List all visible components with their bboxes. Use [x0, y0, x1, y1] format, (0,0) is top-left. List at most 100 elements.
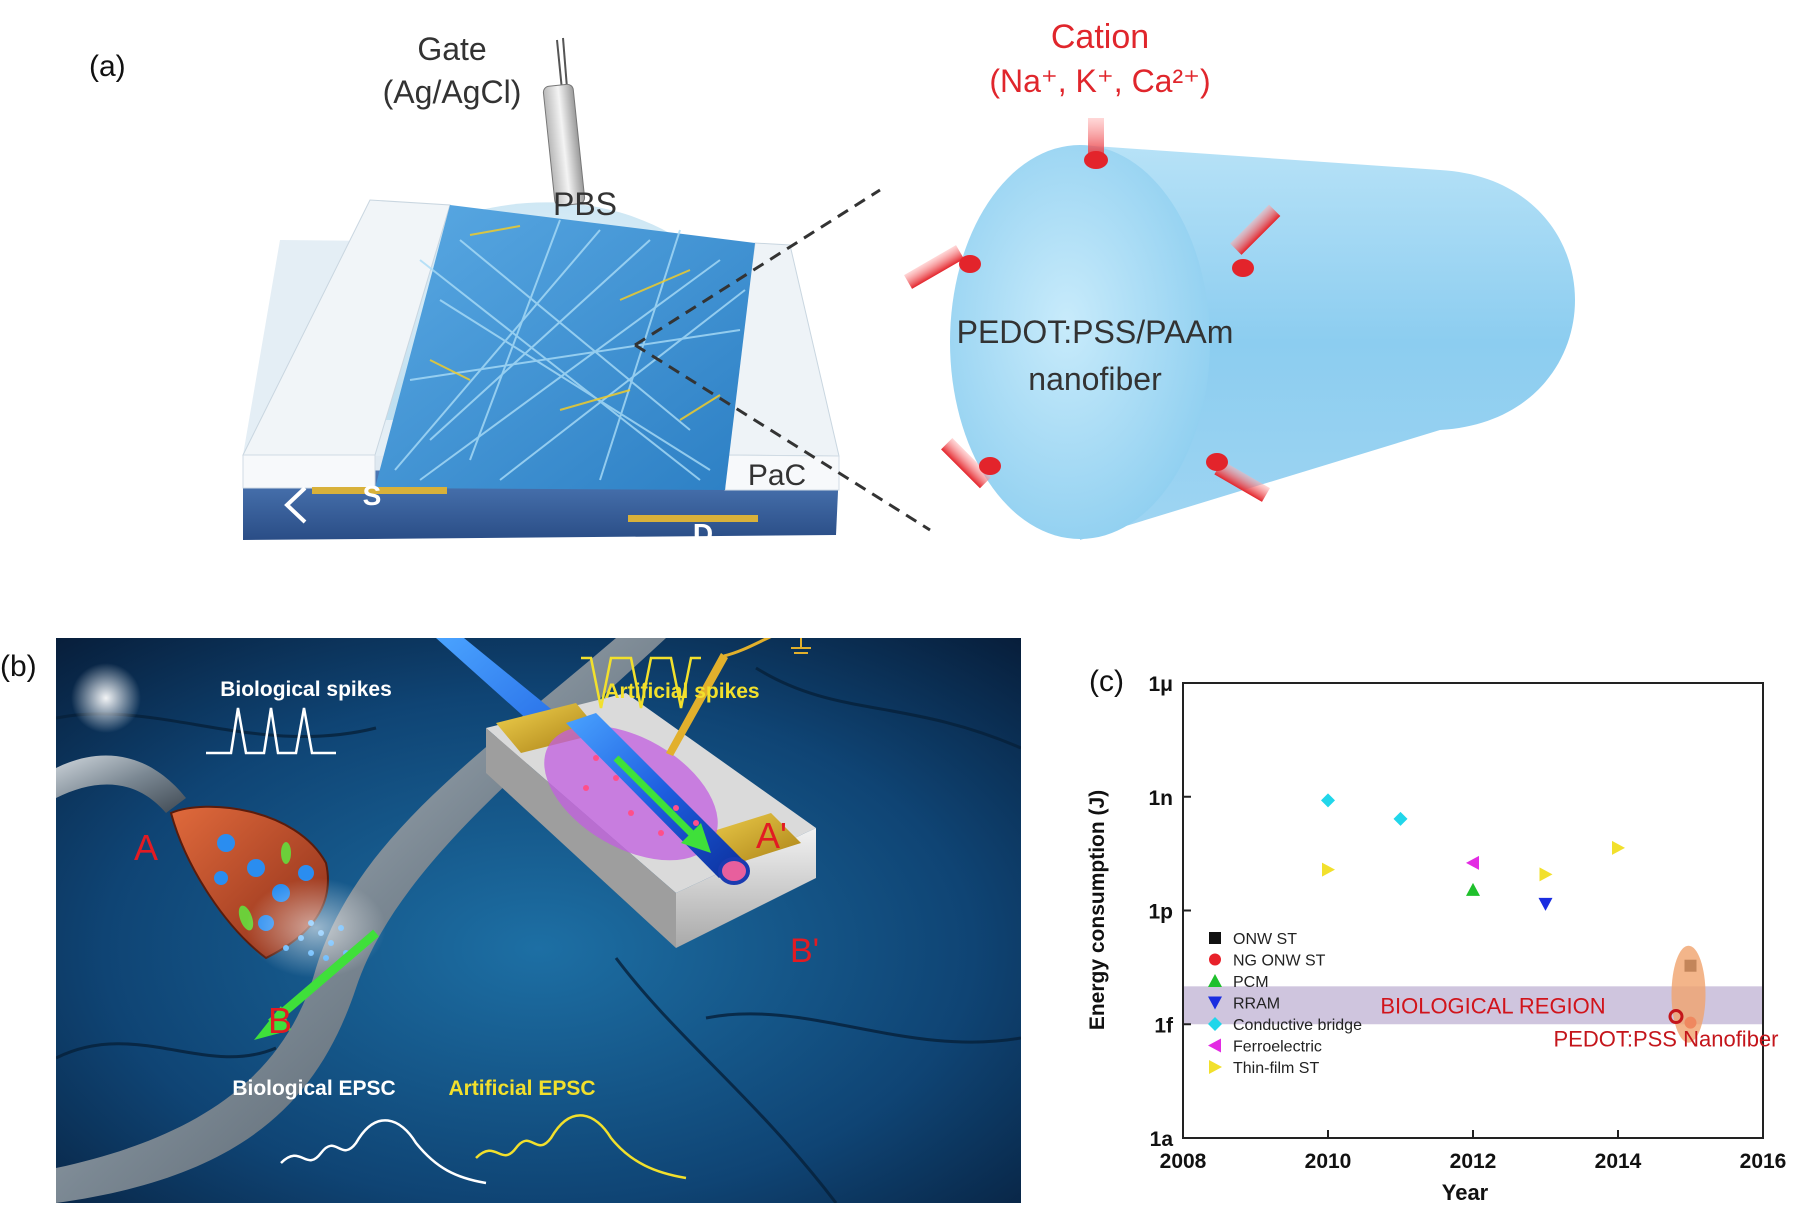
- source-contact: [312, 487, 447, 494]
- x-tick-label: 2008: [1160, 1150, 1207, 1173]
- cation-marker: [941, 438, 992, 489]
- nanofiber-strands: [394, 219, 746, 481]
- legend-marker: [1209, 953, 1221, 966]
- gate-wire-2: [562, 37, 568, 89]
- bio-epsc-label: Biological EPSC: [232, 1077, 395, 1100]
- legend-label: ONW ST: [1233, 931, 1297, 948]
- cation-title: Cation: [1051, 18, 1149, 56]
- legend-marker: [1209, 932, 1221, 944]
- bio-signal-arrowhead: [254, 1006, 291, 1040]
- axon-glow: [71, 663, 141, 733]
- source-label: S: [363, 480, 382, 511]
- gate-label: Gate: [417, 31, 486, 67]
- nanofiber-annotation: PEDOT:PSS Nanofiber: [1554, 1027, 1779, 1052]
- legend-marker: [1208, 1017, 1222, 1031]
- cation-marker: [1084, 151, 1108, 169]
- x-tick-label: 2014: [1595, 1150, 1642, 1173]
- y-tick-label: 1n: [1148, 787, 1173, 810]
- legend-label: Thin-film ST: [1233, 1060, 1319, 1077]
- data-point: [1539, 867, 1553, 882]
- vesicles: [214, 834, 314, 931]
- x-tick-label: 2010: [1305, 1150, 1352, 1173]
- x-tick-label: 2016: [1740, 1150, 1787, 1173]
- biological-region-band: [1184, 986, 1762, 1025]
- art-epsc-label: Artificial EPSC: [448, 1077, 595, 1100]
- panel-b-synapse-illustration: Biological spikes Artificial spikes Biol…: [56, 638, 1021, 1203]
- legend-marker: [1208, 974, 1222, 987]
- cation-marker: [904, 245, 964, 289]
- artificial-epsc-trace: [475, 1114, 687, 1180]
- chevron-left-icon: [284, 486, 307, 524]
- cation-marker: [959, 255, 981, 273]
- legend-label: Ferroelectric: [1233, 1039, 1322, 1056]
- panel-c-energy-chart: Year Energy consumption (J) BIOLOGICAL R…: [1086, 673, 1787, 1205]
- data-point: [1538, 897, 1553, 911]
- cation-marker: [1230, 204, 1281, 255]
- cation-marker: [979, 457, 1001, 475]
- label-A-prime: A': [756, 815, 787, 856]
- x-tick-label: 2012: [1450, 1150, 1497, 1173]
- presynaptic-axon: [56, 755, 186, 813]
- legend-marker: [1208, 996, 1222, 1010]
- biological-region-label: BIOLOGICAL REGION: [1380, 993, 1605, 1018]
- zoom-line-top: [634, 188, 881, 347]
- panel-a-label: (a): [89, 50, 126, 83]
- fiber-cross-section: [718, 857, 750, 885]
- cation-ions: (Na⁺, K⁺, Ca²⁺): [989, 63, 1210, 99]
- panel-a-device-diagram: Gate (Ag/AgCl) PBS S D PaC Cation (Na⁺, …: [242, 18, 1575, 549]
- label-B: B: [268, 1000, 292, 1041]
- y-tick-label: 1f: [1154, 1014, 1174, 1037]
- nanofiber-cylinder-body: [1080, 145, 1575, 540]
- chip-right-side: [676, 828, 816, 948]
- data-point: [1321, 793, 1335, 808]
- artificial-spikes-trace: [581, 656, 701, 709]
- legend-marker: [1209, 1060, 1222, 1074]
- cation-markers: [904, 118, 1281, 502]
- gate-electrode: [542, 83, 586, 207]
- drain-contact: [628, 515, 758, 522]
- legend-label: RRAM: [1233, 996, 1280, 1013]
- gate-wire: [723, 638, 772, 658]
- pac-label: PaC: [748, 459, 806, 492]
- nanofiber-cylinder-end: [950, 145, 1210, 539]
- drain-label: D: [693, 518, 713, 549]
- fiber-material-label: PEDOT:PSS/PAAm: [957, 314, 1234, 350]
- data-point: [1393, 811, 1408, 826]
- synapse-glow: [246, 878, 386, 978]
- y-tick-label: 1p: [1148, 901, 1173, 924]
- gate-wire: [556, 39, 563, 91]
- nanofiber-channel: [375, 205, 755, 490]
- legend-label: NG ONW ST: [1233, 953, 1326, 970]
- pbs-label: PBS: [553, 186, 617, 222]
- y-tick-label: 1μ: [1148, 673, 1173, 696]
- cation-marker: [1206, 453, 1228, 471]
- label-A: A: [134, 827, 158, 868]
- biological-epsc-trace: [280, 1119, 487, 1185]
- cation-marker: [1232, 259, 1254, 277]
- x-axis-title: Year: [1442, 1180, 1489, 1205]
- bio-signal-arrow: [268, 929, 379, 1027]
- data-point: [1466, 882, 1480, 896]
- gate-probe: [666, 653, 728, 756]
- y-tick-label: 1a: [1150, 1128, 1174, 1151]
- label-B-prime: B': [790, 932, 819, 970]
- zoom-line-bottom: [634, 343, 931, 532]
- nanofiber-marker-ring: [1668, 1009, 1684, 1025]
- left-block-front: [242, 454, 376, 489]
- gold-fiber-strands: [429, 225, 721, 421]
- data-point: [1322, 862, 1335, 877]
- legend-marker: [1208, 1038, 1221, 1053]
- panel-c-label: (c): [1089, 665, 1124, 698]
- legend-label: PCM: [1233, 974, 1269, 991]
- background-neural-network: [56, 666, 1021, 1203]
- cation-marker: [1214, 460, 1270, 502]
- fiber-type-label: nanofiber: [1028, 361, 1162, 397]
- chip-left-side: [486, 728, 676, 948]
- gate-material-label: (Ag/AgCl): [383, 74, 522, 110]
- art-signal-arrowhead: [681, 823, 711, 853]
- data-point: [1466, 855, 1479, 870]
- art-signal-arrow: [613, 755, 699, 841]
- biological-spikes-trace: [206, 707, 336, 755]
- panel-b-label: (b): [0, 650, 37, 683]
- gold-pad-source: [496, 703, 601, 753]
